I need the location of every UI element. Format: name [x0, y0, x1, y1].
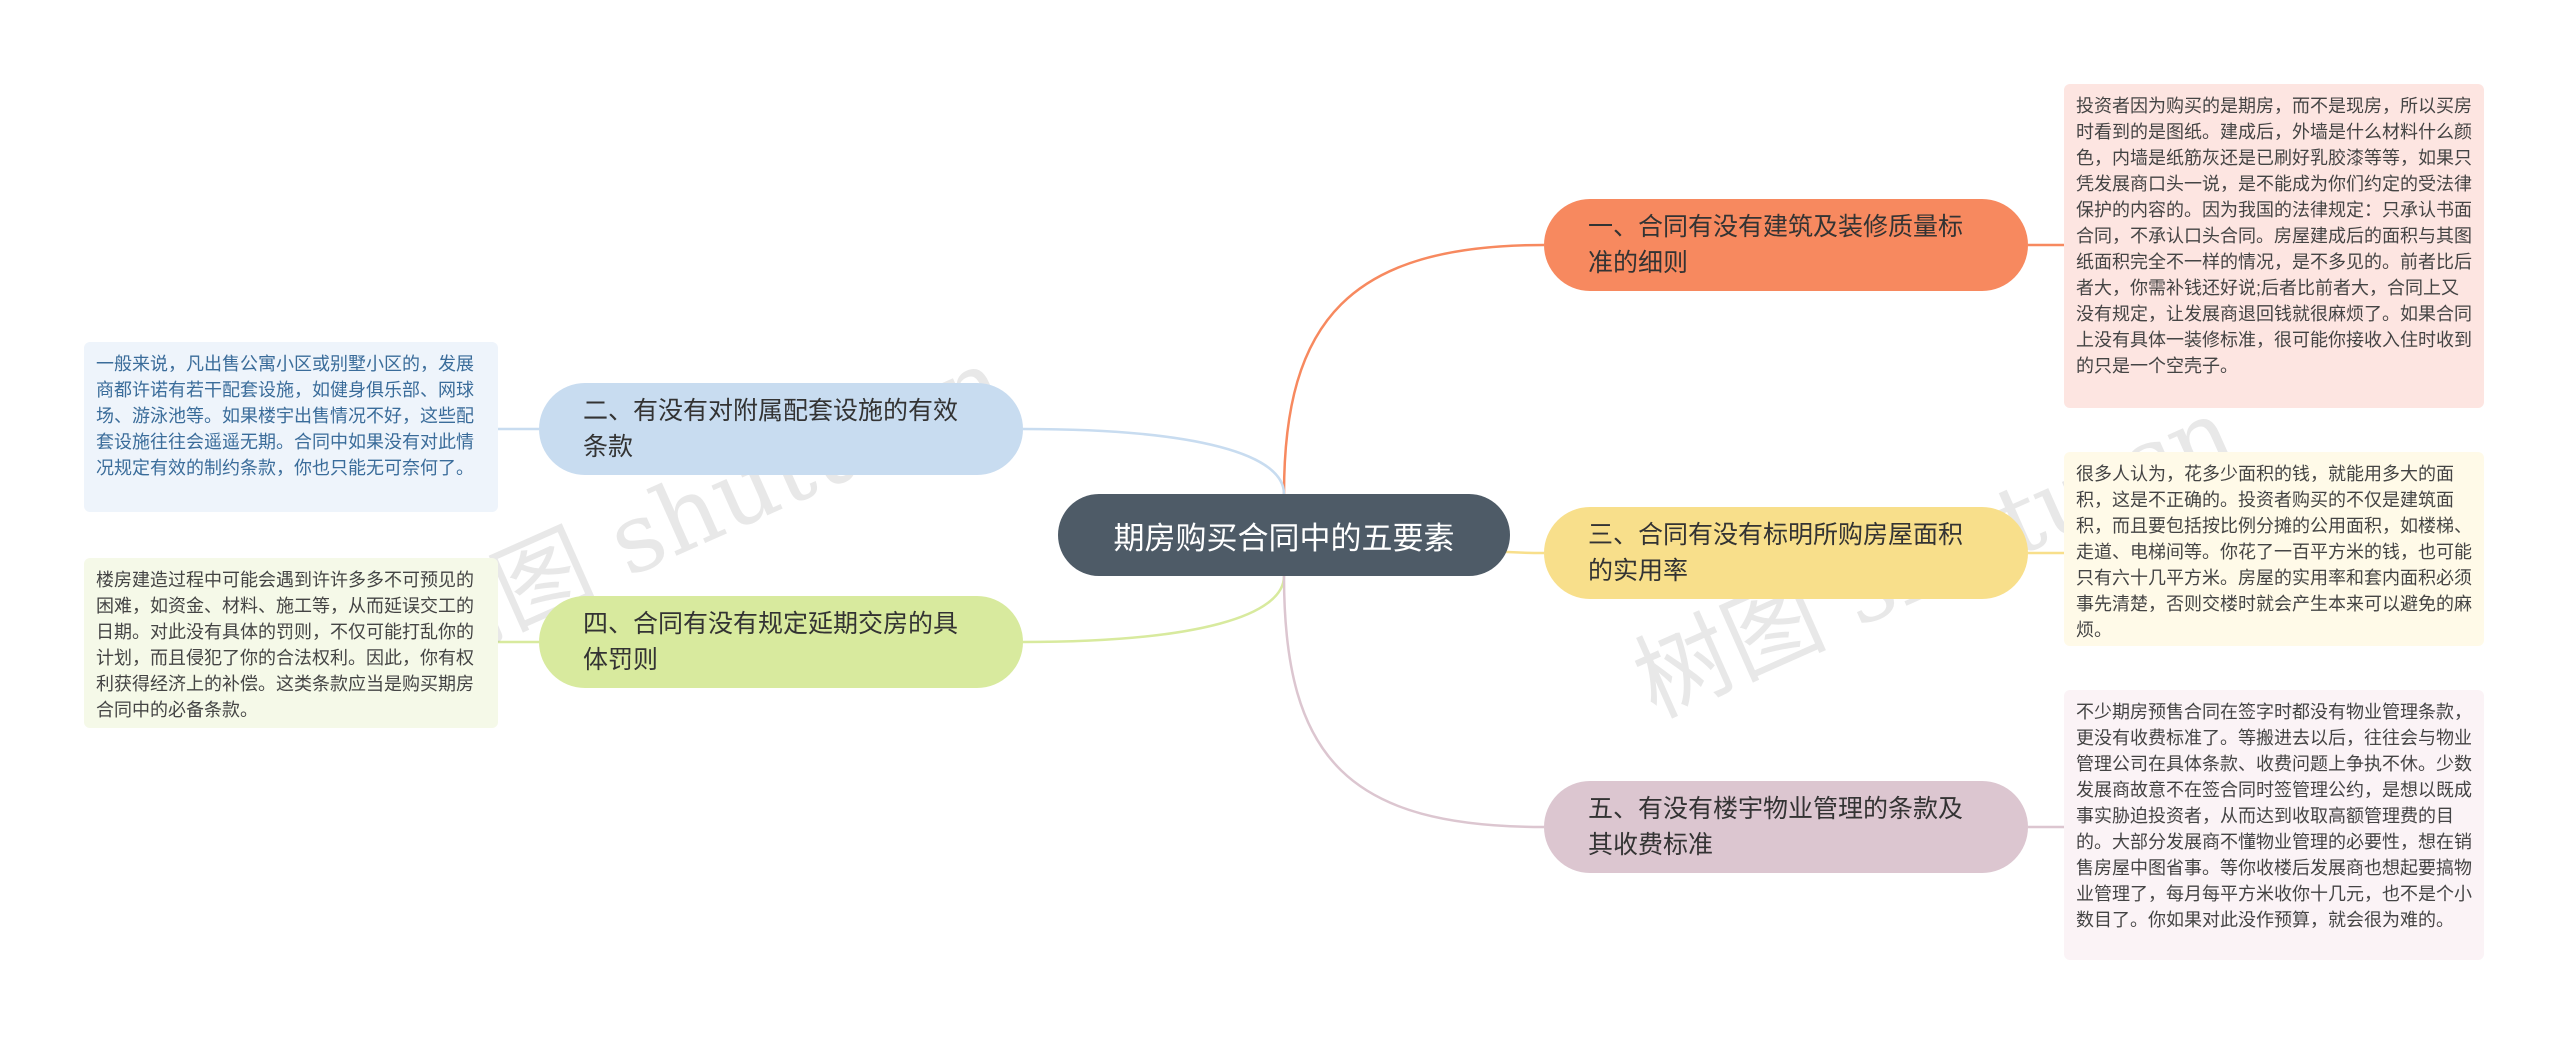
link-central-branch-2	[1022, 427, 1286, 495]
branch-node-3[interactable]: 三、合同有没有标明所购房屋面积的实用率	[1544, 507, 2028, 599]
detail-note-2[interactable]: 一般来说，凡出售公寓小区或别墅小区的，发展商都许诺有若干配套设施，如健身俱乐部、…	[84, 342, 498, 512]
detail-note-5[interactable]: 不少期房预售合同在签字时都没有物业管理条款，更没有收费标准了。等搬进去以后，往往…	[2064, 690, 2484, 960]
branch-node-1[interactable]: 一、合同有没有建筑及装修质量标准的细则	[1544, 199, 2028, 291]
detail-note-4[interactable]: 楼房建造过程中可能会遇到许许多多不可预见的困难，如资金、材料、施工等，从而延误交…	[84, 558, 498, 728]
branch-node-4[interactable]: 四、合同有没有规定延期交房的具体罚则	[539, 596, 1023, 688]
link-central-branch-4	[1022, 575, 1286, 644]
branch-node-5[interactable]: 五、有没有楼宇物业管理的条款及其收费标准	[1544, 781, 2028, 873]
link-central-branch-5	[1282, 575, 1545, 829]
branch-node-2[interactable]: 二、有没有对附属配套设施的有效条款	[539, 383, 1023, 475]
link-central-branch-1	[1282, 243, 1545, 495]
central-topic[interactable]: 期房购买合同中的五要素	[1058, 494, 1510, 576]
detail-note-3[interactable]: 很多人认为，花多少面积的钱，就能用多大的面积，这是不正确的。投资者购买的不仅是建…	[2064, 452, 2484, 646]
detail-note-1[interactable]: 投资者因为购买的是期房，而不是现房，所以买房时看到的是图纸。建成后，外墙是什么材…	[2064, 84, 2484, 408]
